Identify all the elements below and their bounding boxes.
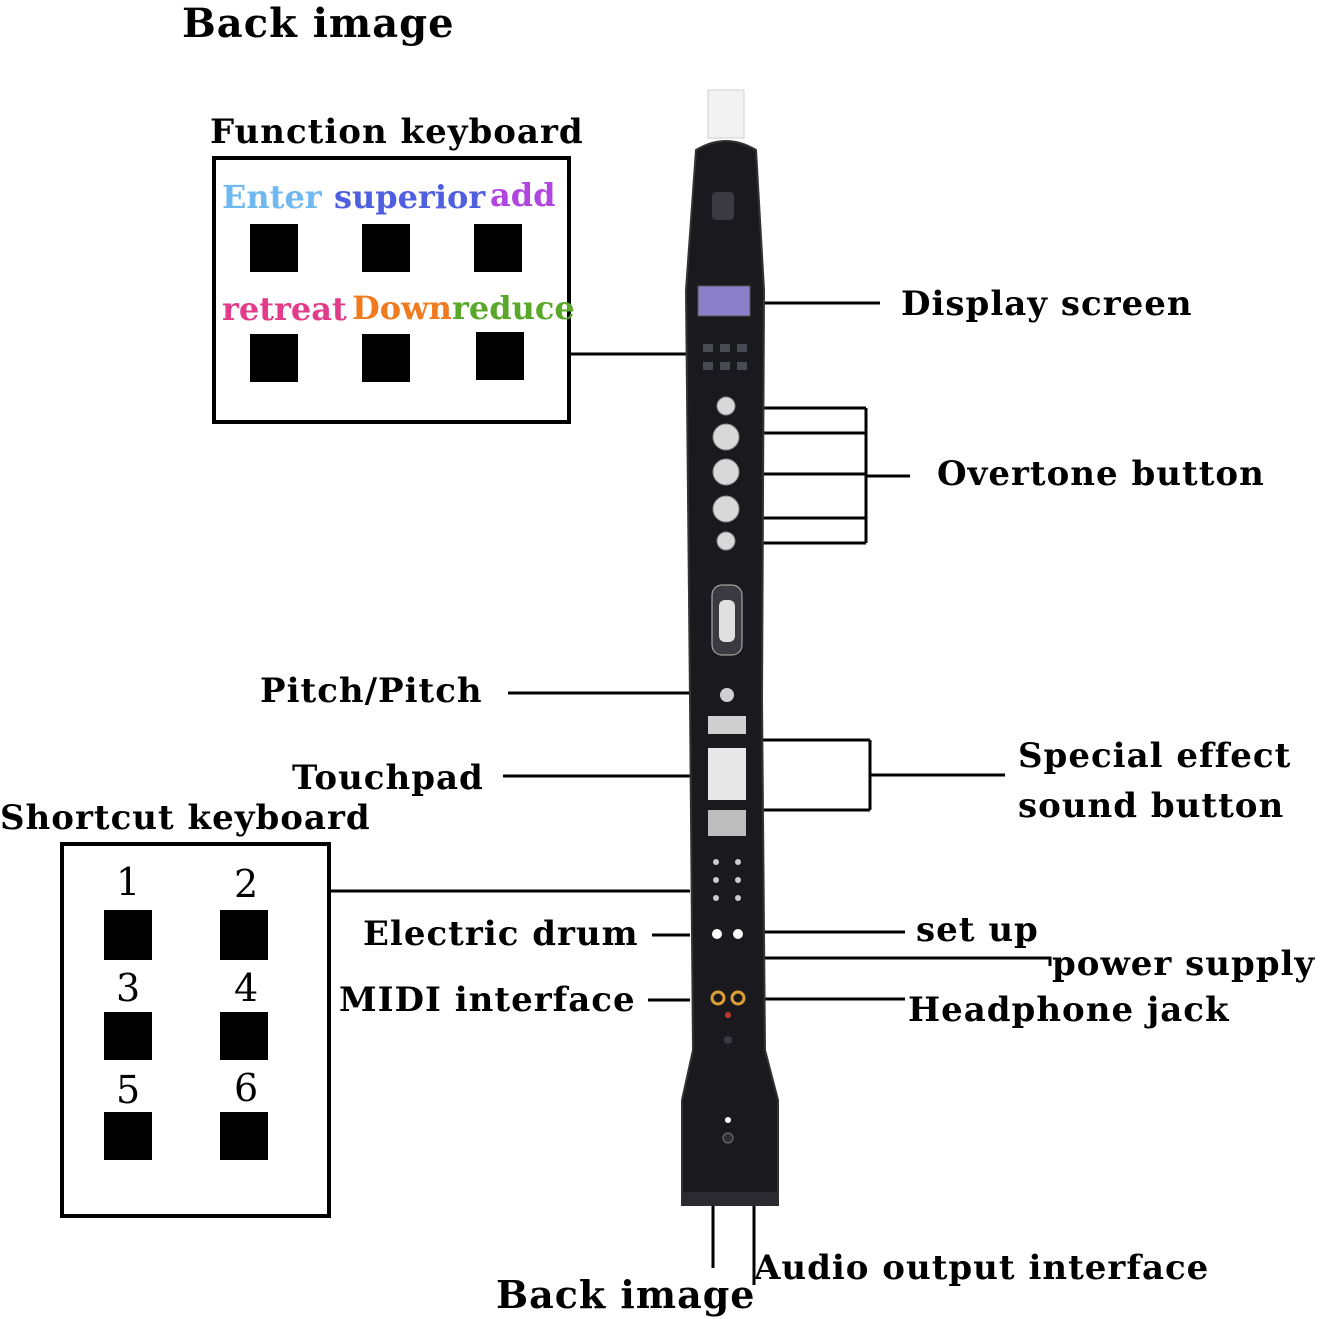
mouthpiece bbox=[707, 89, 745, 139]
shortcut-key-3-label: 3 bbox=[116, 966, 141, 1010]
power-supply-connector bbox=[763, 956, 1052, 966]
add-key bbox=[474, 224, 522, 272]
shortcut-key-5-label: 5 bbox=[116, 1068, 141, 1112]
special-effect-bracket bbox=[763, 738, 1005, 812]
bottom-port bbox=[722, 1132, 734, 1144]
power-switch bbox=[724, 1036, 732, 1044]
pitch-label: Pitch/Pitch bbox=[260, 671, 483, 711]
touch-key-top bbox=[708, 716, 746, 734]
retreat-key bbox=[250, 334, 298, 382]
power-supply-label: power supply bbox=[1052, 944, 1316, 984]
midi-jack bbox=[710, 990, 726, 1006]
touch-key-bottom bbox=[708, 810, 746, 836]
top-connector bbox=[712, 192, 734, 220]
shortcut-key-3 bbox=[104, 1012, 152, 1060]
overtone-buttons bbox=[712, 396, 740, 551]
pitch-wheel bbox=[719, 600, 735, 642]
headphone-jack bbox=[730, 990, 746, 1006]
top-title: Back image bbox=[182, 0, 455, 47]
superior-key-label: superior bbox=[334, 178, 486, 216]
superior-key bbox=[362, 224, 410, 272]
shortcut-keyboard-panel bbox=[60, 842, 331, 1218]
audio-output-label: Audio output interface bbox=[754, 1248, 1210, 1288]
display-screen bbox=[697, 285, 751, 317]
shortcut-key-2 bbox=[220, 910, 268, 960]
reduce-key bbox=[476, 332, 524, 380]
electric-drum-button bbox=[712, 929, 722, 939]
midi-interface-label: MIDI interface bbox=[339, 980, 636, 1020]
instrument-body bbox=[681, 140, 779, 1206]
display-screen-label: Display screen bbox=[901, 284, 1193, 324]
set-up-label: set up bbox=[916, 910, 1039, 950]
overtone-button-label: Overtone button bbox=[937, 454, 1265, 494]
bottom-indicator bbox=[725, 1117, 731, 1123]
down-key bbox=[362, 334, 410, 382]
set-up-button bbox=[733, 929, 743, 939]
touchpad-label: Touchpad bbox=[292, 758, 484, 798]
special-effect-label-line2: sound button bbox=[1018, 786, 1285, 826]
function-buttons bbox=[703, 344, 747, 370]
shortcut-key-4-label: 4 bbox=[234, 966, 259, 1010]
function-keyboard-title: Function keyboard bbox=[210, 112, 584, 152]
enter-key bbox=[250, 224, 298, 272]
add-key-label: add bbox=[490, 176, 556, 214]
retreat-key-label: retreat bbox=[222, 290, 347, 328]
shortcut-key-1 bbox=[104, 910, 152, 960]
audio-output-port bbox=[682, 1192, 778, 1206]
shortcut-key-6 bbox=[220, 1112, 268, 1160]
shortcut-keyboard-title: Shortcut keyboard bbox=[0, 798, 371, 838]
down-key-label: Down bbox=[352, 289, 452, 327]
shortcut-key-6-label: 6 bbox=[234, 1066, 259, 1110]
electric-drum-label: Electric drum bbox=[363, 914, 639, 954]
enter-key-label: Enter bbox=[222, 178, 322, 216]
shortcut-key-4 bbox=[220, 1012, 268, 1060]
overtone-bracket bbox=[760, 406, 910, 545]
headphone-jack-label: Headphone jack bbox=[908, 990, 1230, 1030]
shortcut-key-5 bbox=[104, 1112, 152, 1160]
bottom-title: Back image bbox=[496, 1272, 756, 1317]
shortcut-buttons bbox=[713, 859, 741, 901]
shortcut-key-1-label: 1 bbox=[116, 860, 141, 904]
shortcut-key-2-label: 2 bbox=[234, 862, 259, 906]
reduce-key-label: reduce bbox=[452, 289, 575, 327]
special-effect-label-line1: Special effect bbox=[1018, 736, 1292, 776]
touchpad-surface bbox=[708, 748, 746, 800]
pitch-button bbox=[720, 688, 734, 702]
power-led bbox=[725, 1012, 731, 1018]
